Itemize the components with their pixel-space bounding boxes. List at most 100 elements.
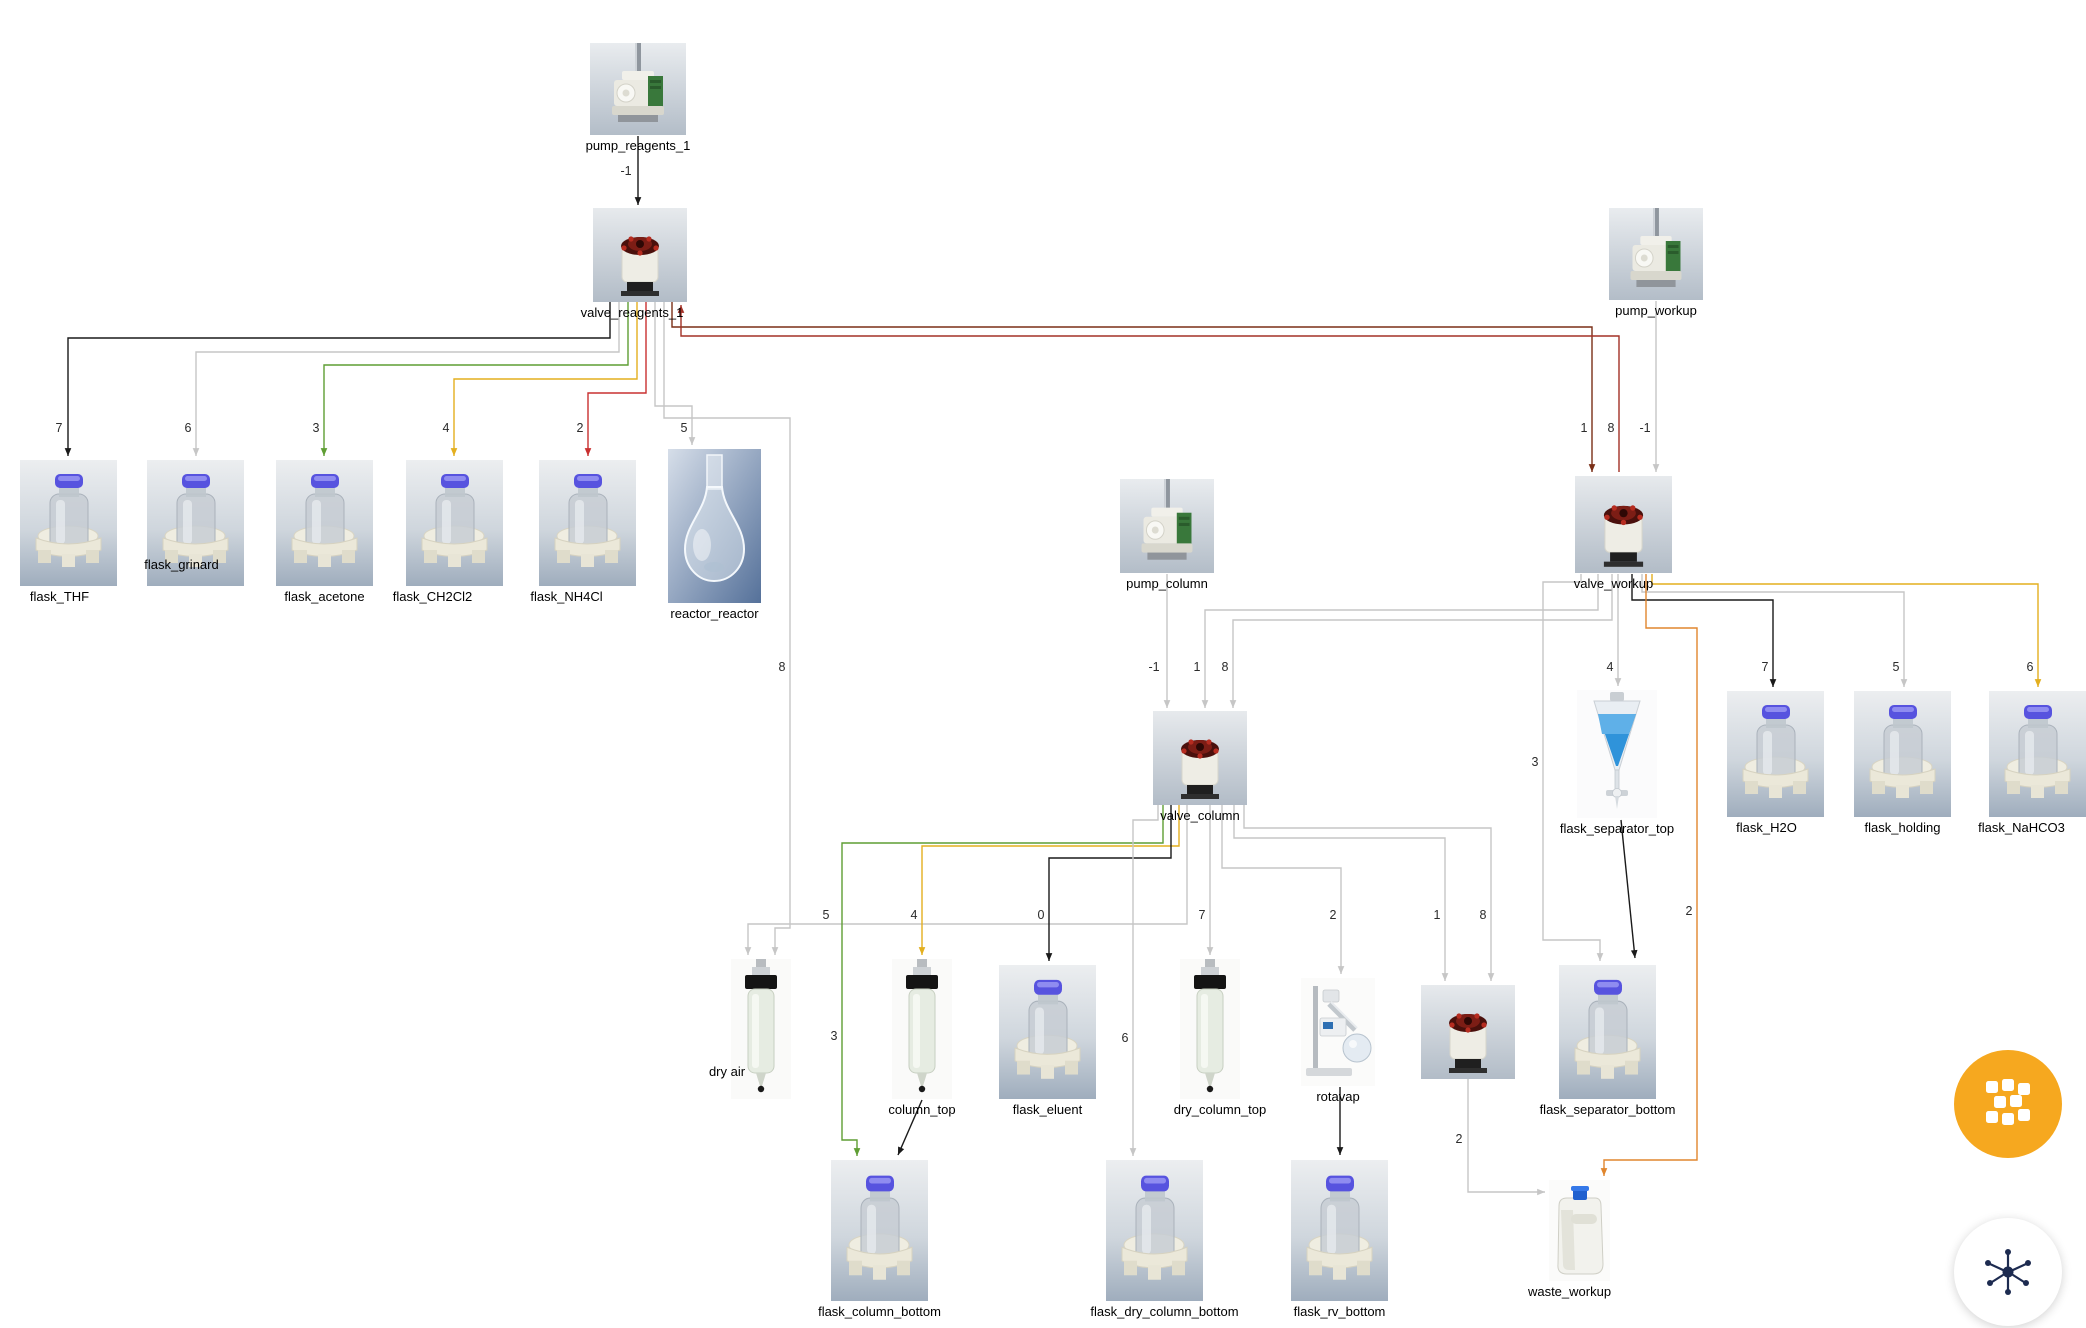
node-flask_holding[interactable]: flask_holding xyxy=(1854,691,1951,835)
edge-port-number: 4 xyxy=(443,421,450,435)
edge-arrowhead xyxy=(1614,678,1622,686)
edge-port-number: 7 xyxy=(1199,908,1206,922)
flask-icon xyxy=(1559,965,1656,1099)
node-column_top[interactable]: column_top xyxy=(888,959,956,1117)
node-flask_separator_bottom[interactable]: flask_separator_bottom xyxy=(1540,965,1675,1117)
node-flask_NH4Cl[interactable]: flask_NH4Cl xyxy=(530,460,636,604)
node-flask_grinard[interactable]: flask_grinard xyxy=(144,460,244,586)
edge-arrowhead xyxy=(634,197,642,205)
node-valve_column[interactable]: valve_column xyxy=(1153,711,1247,823)
edge-port-number: 3 xyxy=(1532,755,1539,769)
node-label-flask_dry_column_bottom: flask_dry_column_bottom xyxy=(1090,1304,1239,1319)
edge-port-number: 1 xyxy=(1581,421,1588,435)
edge-port-number: 7 xyxy=(56,421,63,435)
node-label-flask_CH2Cl2: flask_CH2Cl2 xyxy=(392,589,473,604)
node-valve_2[interactable] xyxy=(1421,985,1515,1079)
edge-arrowhead xyxy=(1229,700,1237,708)
node-valve_reagents_1[interactable]: valve_reagents_1 xyxy=(581,208,687,320)
edge-arrowhead xyxy=(192,448,200,456)
ai-assistant-button[interactable] xyxy=(1954,1218,2062,1326)
edge-arrowhead xyxy=(1487,973,1495,981)
edge-28-port-3 xyxy=(841,805,1164,1156)
column-icon xyxy=(892,959,952,1099)
edge-arrowhead xyxy=(1537,1188,1545,1196)
edge-25-port-2 xyxy=(1221,805,1342,974)
edge-16-port-5 xyxy=(1641,574,1905,687)
apps-launcher-button[interactable] xyxy=(1954,1050,2062,1158)
edge-9-port-8 xyxy=(680,305,1620,472)
column-icon xyxy=(1180,959,1240,1099)
node-label-valve_workup: valve_workup xyxy=(1573,576,1654,591)
valve-icon xyxy=(1575,476,1672,573)
node-valve_workup[interactable]: valve_workup xyxy=(1574,476,1672,591)
node-label-flask_eluent: flask_eluent xyxy=(1012,1102,1083,1117)
edge-arrowhead xyxy=(1630,949,1638,958)
node-flask_column_bottom[interactable]: flask_column_bottom xyxy=(818,1160,941,1319)
edge-19 xyxy=(1620,819,1636,959)
edge-arrowhead xyxy=(584,448,592,456)
node-reactor_reactor[interactable]: reactor_reactor xyxy=(668,449,761,621)
edge-12-port-1 xyxy=(1204,574,1599,708)
edge-arrowhead xyxy=(1206,947,1214,955)
separatory-funnel-icon xyxy=(1577,690,1657,818)
edge-arrowhead xyxy=(1337,966,1345,974)
node-dry_column_top[interactable]: dry_column_top xyxy=(1174,959,1266,1117)
edge-23-port-0 xyxy=(1048,805,1172,961)
node-rotavap[interactable]: rotavap xyxy=(1301,978,1375,1104)
edge-port-number: 5 xyxy=(823,908,830,922)
edge-8-port-1 xyxy=(671,302,1593,472)
node-label-rotavap: rotavap xyxy=(1316,1089,1360,1104)
edge-arrowhead xyxy=(677,305,685,313)
node-waste_workup[interactable]: waste_workup xyxy=(1528,1180,1611,1299)
edge-4-port-4 xyxy=(453,302,638,456)
edge-17-port-6 xyxy=(1651,574,2039,687)
edge-port-number: 3 xyxy=(313,421,320,435)
node-label-flask_NH4Cl: flask_NH4Cl xyxy=(530,589,603,604)
node-flask_NaHCO3[interactable]: flask_NaHCO3 xyxy=(1978,691,2086,835)
edge-arrowhead xyxy=(688,437,696,445)
flask-icon xyxy=(1291,1160,1388,1301)
edge-15-port-7 xyxy=(1631,574,1774,687)
edge-arrowhead xyxy=(918,947,926,955)
node-label-pump_workup: pump_workup xyxy=(1615,303,1697,318)
edge-port-number: 6 xyxy=(1122,1031,1129,1045)
node-flask_CH2Cl2[interactable]: flask_CH2Cl2 xyxy=(393,460,503,604)
edge-arrowhead xyxy=(1163,700,1171,708)
node-flask_separator_top[interactable]: flask_separator_top xyxy=(1560,690,1674,836)
node-label-flask_column_bottom: flask_column_bottom xyxy=(818,1304,941,1319)
node-flask_rv_bottom[interactable]: flask_rv_bottom xyxy=(1291,1160,1388,1319)
flask-icon xyxy=(147,460,244,586)
valve-icon xyxy=(1153,711,1247,805)
edge-29-port-6 xyxy=(1132,805,1159,1156)
node-flask_THF[interactable]: flask_THF xyxy=(20,460,117,604)
blocks-grid-icon xyxy=(1986,1079,2030,1125)
edge-arrowhead xyxy=(2034,679,2042,687)
node-label-flask_H2O: flask_H2O xyxy=(1736,820,1797,835)
node-label-flask_NaHCO3: flask_NaHCO3 xyxy=(1978,820,2065,835)
node-flask_H2O[interactable]: flask_H2O xyxy=(1727,691,1824,835)
node-pump_reagents_1[interactable]: pump_reagents_1 xyxy=(586,43,690,153)
node-dry_air[interactable]: dry air xyxy=(709,959,791,1099)
edge-arrowhead xyxy=(853,1148,861,1156)
node-label-flask_separator_top: flask_separator_top xyxy=(1559,821,1675,836)
node-label-dry_air: dry air xyxy=(708,1064,746,1079)
node-flask_dry_column_bottom[interactable]: flask_dry_column_bottom xyxy=(1090,1160,1239,1319)
node-pump_workup[interactable]: pump_workup xyxy=(1609,208,1703,318)
edge-port-number: 6 xyxy=(2027,660,2034,674)
node-pump_column[interactable]: pump_column xyxy=(1120,479,1214,591)
edge-30 xyxy=(897,1099,923,1156)
edge-arrowhead xyxy=(1045,953,1053,961)
edge-port-number: 6 xyxy=(185,421,192,435)
edge-port-number: 1 xyxy=(1194,660,1201,674)
edge-port-number: -1 xyxy=(620,164,631,178)
flask-icon xyxy=(276,460,373,586)
node-flask_eluent[interactable]: flask_eluent xyxy=(999,965,1096,1117)
edge-arrowhead xyxy=(1652,464,1660,472)
edge-arrowhead xyxy=(1201,700,1209,708)
edge-arrowhead xyxy=(1769,679,1777,687)
edge-port-number: 8 xyxy=(1480,908,1487,922)
node-flask_acetone[interactable]: flask_acetone xyxy=(276,460,373,604)
edge-arrowhead xyxy=(1588,464,1596,472)
valve-icon xyxy=(593,208,687,302)
